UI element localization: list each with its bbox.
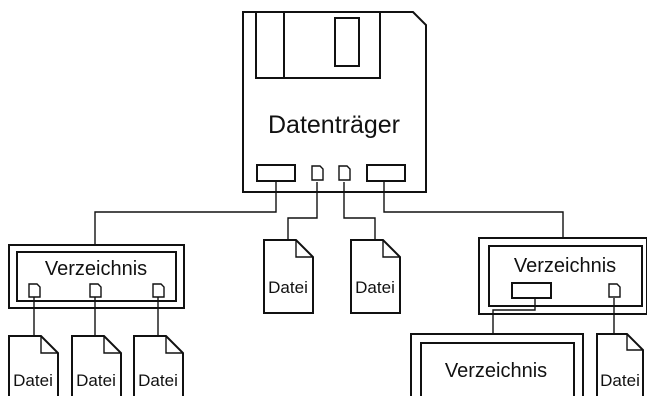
file-label-mid-2: Datei: [355, 278, 395, 297]
left-directory-box: [8, 244, 185, 309]
left-directory-label: Verzeichnis: [45, 258, 147, 280]
right-dir-file-marker: [608, 283, 621, 298]
file-icon: [263, 239, 314, 314]
left-dir-file-marker-2: [89, 283, 102, 298]
right-dir-subfolder-marker: [511, 282, 552, 299]
disk-slot-left: [256, 164, 296, 182]
disk-icon: [242, 11, 427, 193]
disk-label: Datenträger: [268, 111, 400, 139]
file-icon: [71, 335, 122, 396]
left-dir-file-marker-3: [152, 283, 165, 298]
left-dir-file-marker-1: [28, 283, 41, 298]
file-label-right-1: Datei: [600, 371, 640, 390]
sub-directory-box: [410, 333, 584, 396]
file-label-left-1: Datei: [13, 371, 53, 390]
file-icon: [8, 335, 59, 396]
right-directory-label: Verzeichnis: [514, 255, 616, 277]
file-label-mid-1: Datei: [268, 278, 308, 297]
file-label-left-3: Datei: [138, 371, 178, 390]
disk-file-marker-2: [338, 165, 351, 181]
disk-file-marker-1: [311, 165, 324, 181]
connector-lines: [33, 182, 615, 336]
disk-slot-right: [366, 164, 406, 182]
file-icon: [596, 333, 644, 396]
sub-directory-label: Verzeichnis: [445, 360, 547, 382]
right-directory-box: [478, 237, 647, 315]
file-label-left-2: Datei: [76, 371, 116, 390]
file-icon: [133, 335, 184, 396]
file-icon: [350, 239, 401, 314]
